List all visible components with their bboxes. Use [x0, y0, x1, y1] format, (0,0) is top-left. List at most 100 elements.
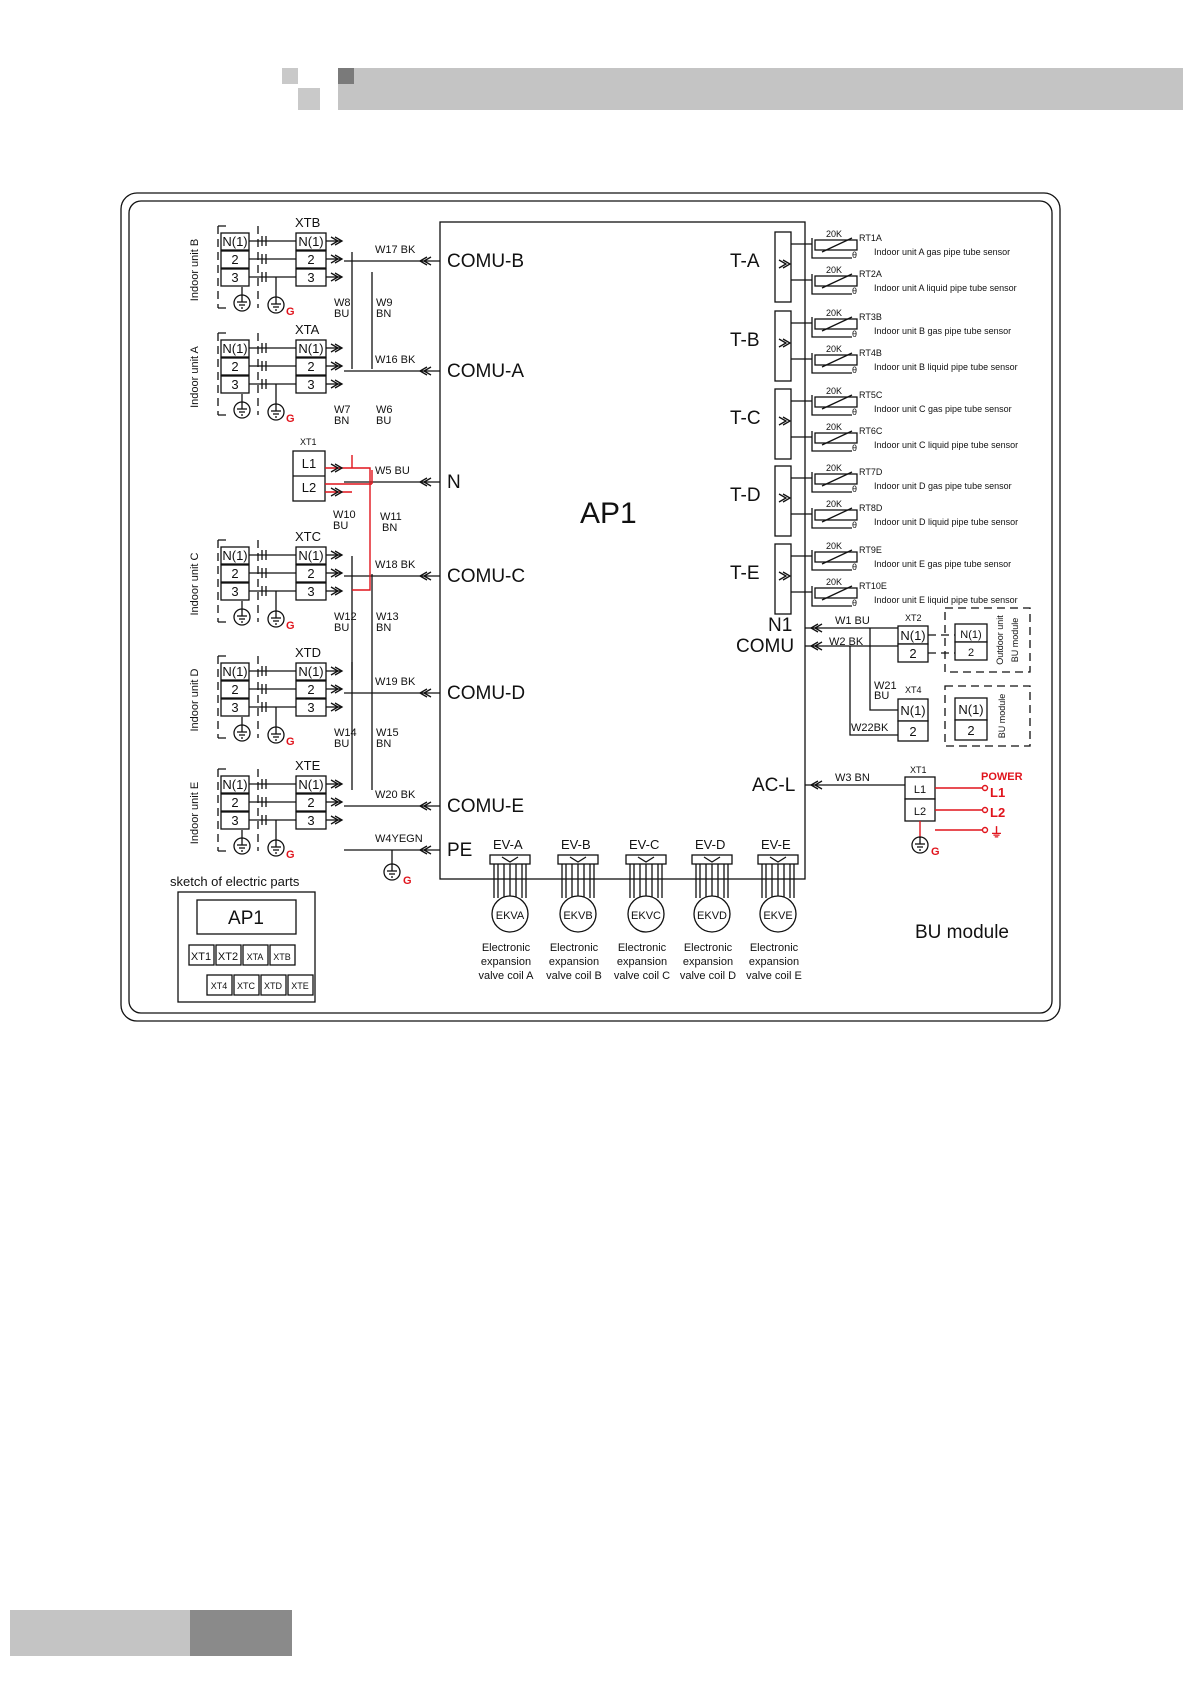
indoor-ground	[233, 608, 251, 626]
sketch-terminal	[269, 944, 296, 966]
sensor-arrow	[778, 571, 792, 581]
valve-description: Electronic	[618, 942, 667, 954]
port-wire-label: W19 BK	[375, 676, 416, 688]
thermistor-slash	[821, 273, 853, 289]
acl-xt1-label: XT1	[910, 765, 927, 775]
header-square-lower	[298, 88, 320, 110]
thermistor-slash	[821, 316, 853, 332]
port-wire-label: W17 BK	[375, 244, 416, 256]
valve-connector-arrow	[703, 856, 721, 863]
sensor-id: RT5C	[859, 390, 883, 400]
thermistor-theta: θ	[852, 250, 857, 260]
sensor-description: Indoor unit A liquid pipe tube sensor	[874, 283, 1017, 293]
indoor-unit-enclosure	[217, 539, 259, 623]
indoor-unit-label: Indoor unit E	[189, 782, 201, 844]
valve-coil	[759, 895, 797, 933]
valve-description: valve coil A	[478, 970, 534, 982]
wire-id: W6	[376, 404, 393, 416]
wire-id: W15	[376, 727, 399, 739]
terminal-block-value: 3	[307, 377, 314, 392]
port-arrow	[418, 688, 432, 698]
sketch-terminal	[233, 974, 260, 996]
outdoor-unit-enclosure	[944, 607, 1031, 673]
valve-description: valve coil C	[614, 970, 670, 982]
acl-l1: L1	[914, 784, 926, 796]
sensor-id: RT6C	[859, 426, 883, 436]
sensor-id: RT4B	[859, 348, 882, 358]
main-board	[439, 221, 806, 880]
valve-coil-label: EKVC	[631, 910, 661, 922]
port-wire-label: W20 BK	[375, 789, 416, 801]
valve-description: expansion	[549, 956, 599, 968]
indoor-terminal-label: N(1)	[222, 548, 247, 563]
ground-lead	[241, 384, 277, 404]
indoor-terminal-label: 2	[231, 795, 238, 810]
unit-ground	[267, 296, 285, 314]
terminal-block-label: XTA	[295, 322, 320, 337]
bu-cell	[954, 719, 988, 741]
power-l2: L2	[990, 805, 1005, 820]
thermistor-theta: θ	[852, 407, 857, 417]
acl-l2: L2	[914, 806, 926, 818]
xt2-link	[928, 634, 955, 654]
acl-ground-label: G	[931, 846, 940, 858]
ground-label: G	[286, 620, 295, 632]
terminal-block-value: 2	[307, 359, 314, 374]
ground-lead	[241, 707, 277, 727]
board-port-label: PE	[447, 840, 472, 861]
port-arrow	[418, 256, 432, 266]
unit-ground	[267, 839, 285, 857]
valve-coil-label: EKVB	[563, 910, 592, 922]
pe-ground	[383, 863, 401, 881]
xt2-label: XT2	[905, 613, 922, 623]
sensor-port-label: T-C	[730, 408, 761, 429]
sensor-id: RT9E	[859, 545, 882, 555]
indoor-terminal-label: 3	[231, 377, 238, 392]
sketch-terminal	[206, 974, 233, 996]
outdoor-label: Outdoor unit	[995, 615, 1005, 665]
indoor-ground	[233, 724, 251, 742]
thermistor-slash	[821, 471, 853, 487]
sketch-terminal-label: XTA	[247, 952, 264, 962]
xt1-label: XT1	[300, 437, 317, 447]
valve-description: expansion	[617, 956, 667, 968]
valve-description: Electronic	[684, 942, 733, 954]
indoor-ground	[233, 294, 251, 312]
thermistor-slash	[821, 507, 853, 523]
thermistor-slash	[821, 394, 853, 410]
sensor-id: RT7D	[859, 467, 883, 477]
sensor-port-label: T-B	[730, 330, 760, 351]
sensor-description: Indoor unit B liquid pipe tube sensor	[874, 362, 1018, 372]
valve-description: Electronic	[750, 942, 799, 954]
board-port-label: COMU-B	[447, 251, 524, 272]
comm-w21: W21	[874, 680, 897, 692]
board-port-label: COMU-C	[447, 566, 525, 587]
indoor-terminal-label: N(1)	[222, 234, 247, 249]
indoor-terminal-label: 2	[231, 566, 238, 581]
wire-id: W11	[380, 511, 402, 523]
bus-line	[351, 662, 373, 790]
outdoor-n1: N(1)	[960, 629, 981, 641]
sensor-wire	[791, 274, 852, 295]
wire-color: BU	[334, 622, 349, 634]
sensor-port-label: T-D	[730, 485, 761, 506]
indoor-terminal-label: 3	[231, 813, 238, 828]
sensor-connector	[774, 465, 792, 537]
sensor-arrow	[778, 259, 792, 269]
thermistor-theta: θ	[852, 443, 857, 453]
sensor-connector	[774, 543, 792, 615]
indoor-unit-enclosure	[217, 332, 259, 416]
indoor-ground	[233, 401, 251, 419]
terminal-block-value: 3	[307, 700, 314, 715]
